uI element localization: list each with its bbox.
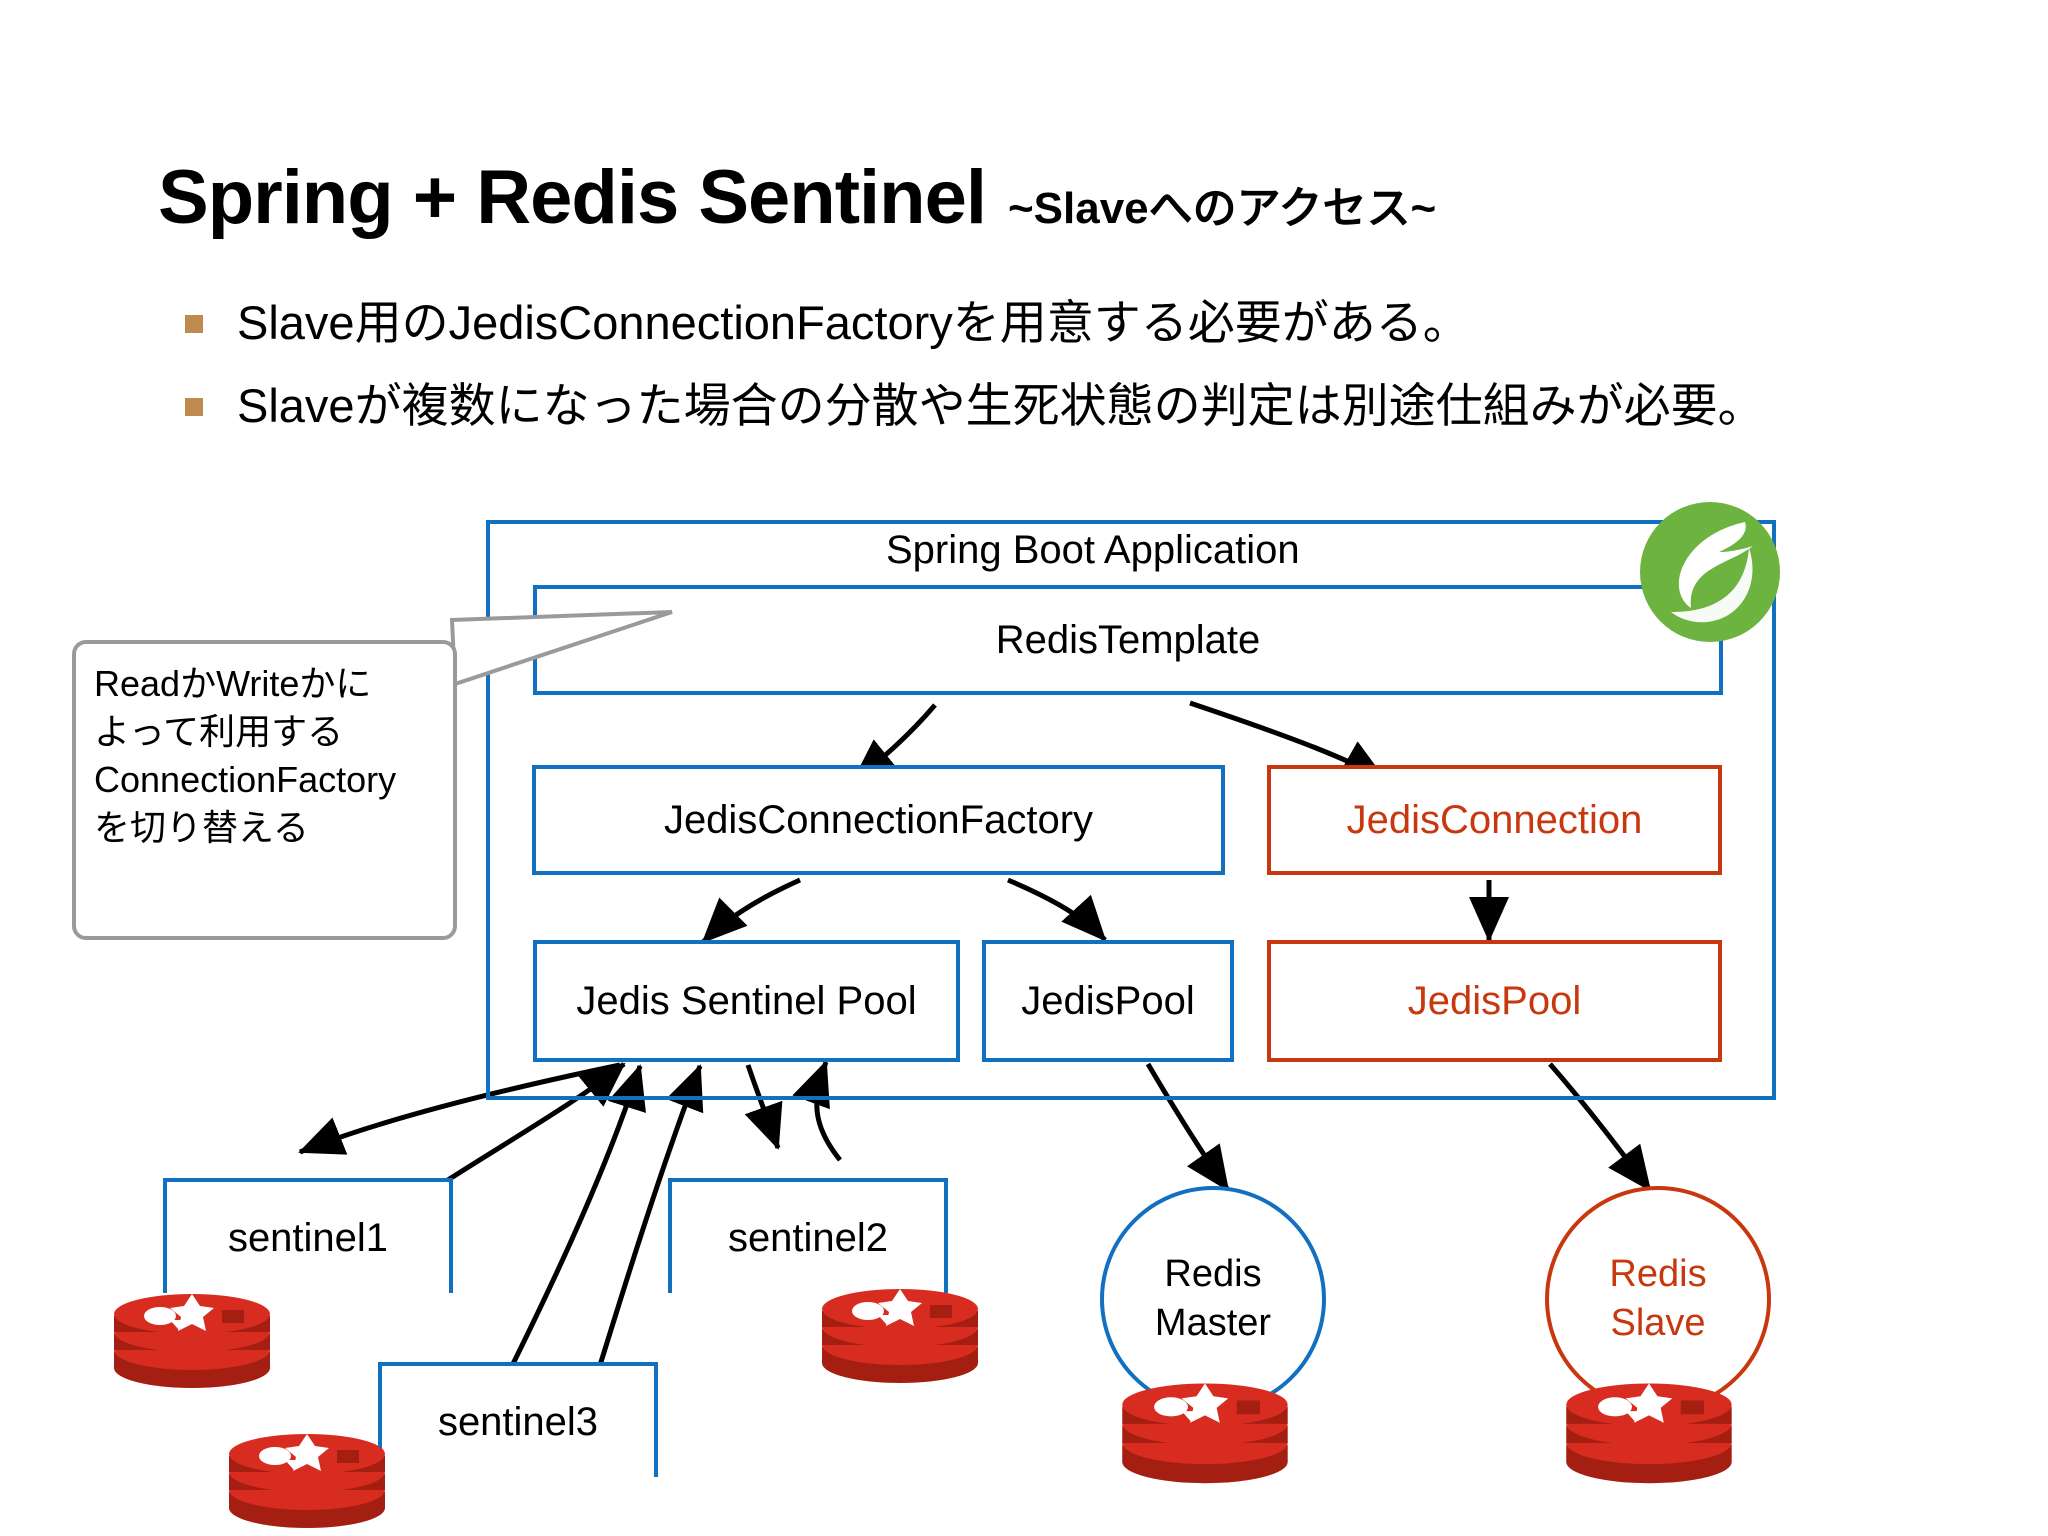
redis-template-box[interactable]: RedisTemplate [533,585,1723,695]
callout-box: ReadかWriteかに よって利用する ConnectionFactory を… [72,640,457,940]
spring-boot-application-container [486,520,1776,1100]
jedis-connection-factory-label: JedisConnectionFactory [663,798,1094,842]
arrow-sentinel3b-to-pool [497,1064,646,1392]
redis-slave-node[interactable]: Redis Slave [1545,1186,1771,1412]
sentinel1-label: sentinel1 [227,1215,389,1260]
redis-master-node[interactable]: Redis Master [1100,1186,1326,1412]
redis-database-icon [229,1434,385,1528]
title-main-text: Spring + Redis Sentinel [158,155,987,240]
redis-slave-line2: Slave [1610,1302,1706,1344]
callout-line-1: ReadかWriteかに [94,663,372,704]
bullet-text: Slaveが複数になった場合の分散や生死状態の判定は別途仕組みが必要。 [237,379,1765,433]
jedis-pool-red-label: JedisPool [1407,979,1582,1023]
bullet-square-icon [185,315,203,333]
sentinel2-label: sentinel2 [727,1215,889,1260]
callout-line-2: よって利用する [94,710,344,752]
callout-line-4: を切り替える [94,806,309,848]
redis-template-label: RedisTemplate [995,618,1261,662]
spring-boot-application-label: Spring Boot Application [886,528,1300,572]
redis-database-icon [114,1294,270,1388]
jedis-connection-label: JedisConnection [1346,798,1643,842]
sentinel3-label: sentinel3 [437,1399,599,1444]
sentinel3-box[interactable]: sentinel3 [378,1362,658,1477]
redis-database-icon [1566,1383,1732,1484]
jedis-sentinel-pool-box[interactable]: Jedis Sentinel Pool [533,940,960,1062]
jedis-connection-factory-box[interactable]: JedisConnectionFactory [532,765,1225,875]
jedis-pool-blue-label: JedisPool [1021,979,1195,1023]
redis-master-line2: Master [1154,1302,1272,1344]
jedis-pool-red-box[interactable]: JedisPool [1267,940,1722,1062]
jedis-sentinel-pool-label: Jedis Sentinel Pool [576,979,917,1023]
bullet-square-icon [185,398,203,417]
jedis-pool-blue-box[interactable]: JedisPool [982,940,1234,1062]
redis-slave-line1: Redis [1609,1253,1707,1296]
bullet-text: Slave用のJedisConnectionFactoryを用意する必要がある。 [237,296,1470,349]
title-sub-text: ~Slaveへのアクセス~ [1007,184,1437,233]
callout-line-3: ConnectionFactory [94,758,397,800]
list-item: Slaveが複数になった場合の分散や生死状態の判定は別途仕組みが必要。 [185,378,1885,433]
spring-leaf-icon [1640,502,1780,642]
redis-database-icon [822,1289,978,1383]
jedis-connection-box[interactable]: JedisConnection [1267,765,1722,875]
bullet-list: Slave用のJedisConnectionFactoryを用意する必要がある。… [185,295,1885,462]
sentinel1-box[interactable]: sentinel1 [163,1178,453,1293]
list-item: Slave用のJedisConnectionFactoryを用意する必要がある。 [185,295,1885,350]
sentinel2-box[interactable]: sentinel2 [668,1178,948,1293]
redis-database-icon [1122,1383,1288,1484]
page-title: Spring + Redis Sentinel ~Slaveへのアクセス~ [158,160,1436,236]
redis-master-line1: Redis [1164,1253,1262,1296]
